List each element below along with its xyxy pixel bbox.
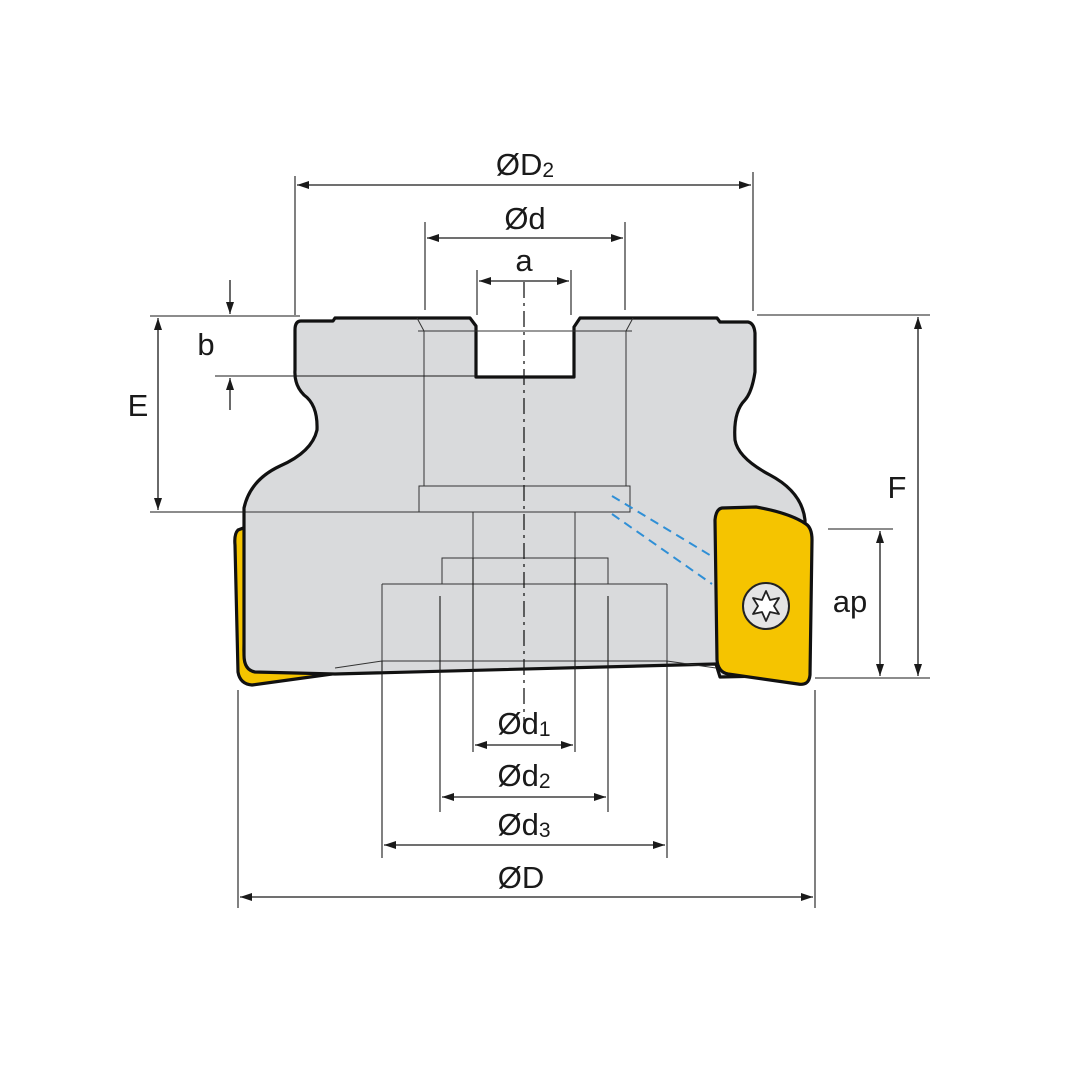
dimension-E: E: [128, 315, 246, 513]
label-F: F: [888, 470, 907, 505]
dimension-D2: ØD2: [294, 147, 754, 315]
dimension-b: b: [197, 280, 476, 410]
label-d2: Ød2: [497, 758, 550, 793]
dimension-ap: ap: [828, 528, 893, 676]
dimension-F: F: [757, 314, 930, 679]
dimension-d1: Ød1: [472, 558, 576, 752]
label-E: E: [128, 388, 149, 423]
cutter-body: [233, 282, 814, 722]
label-d1: Ød1: [497, 706, 550, 741]
dimension-d3: Ød3: [381, 661, 668, 858]
dimension-d2: Ød2: [439, 596, 609, 812]
dimension-a: a: [476, 243, 572, 315]
dimension-d: Ød: [424, 201, 626, 310]
label-D2: ØD2: [496, 147, 554, 182]
label-D: ØD: [498, 860, 545, 895]
dimension-D: ØD: [237, 690, 816, 908]
label-a: a: [515, 243, 533, 278]
label-b: b: [197, 327, 214, 362]
label-d3: Ød3: [497, 807, 550, 842]
coolant-channel: [611, 495, 719, 585]
label-ap: ap: [833, 584, 867, 619]
label-d: Ød: [504, 201, 545, 236]
torx-screw-icon: [742, 582, 790, 630]
